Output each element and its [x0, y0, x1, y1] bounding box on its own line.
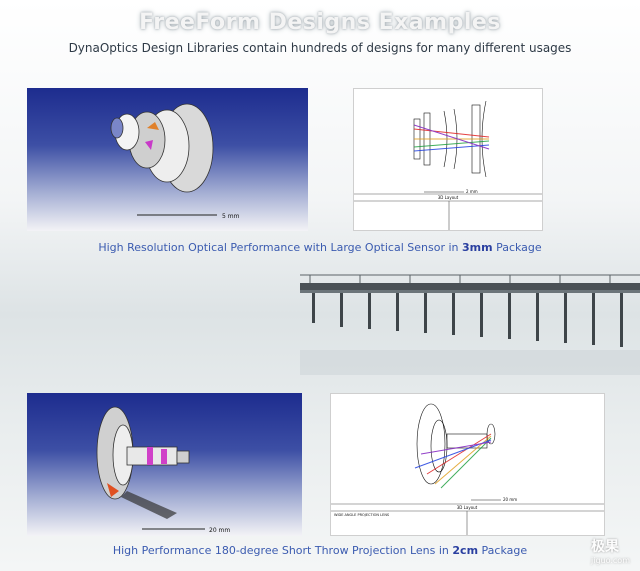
- example1-caption-text: High Resolution Optical Performance with…: [98, 241, 462, 254]
- watermark-logo: 极果 jiguo.com: [591, 536, 630, 565]
- watermark-text: 极果: [591, 539, 620, 555]
- example2-layout-title: 3D Layout: [457, 505, 478, 510]
- page-subtitle: DynaOptics Design Libraries contain hund…: [68, 41, 572, 55]
- example2-layout-scale: 20 mm: [503, 497, 517, 502]
- example1-caption-suffix: Package: [492, 241, 542, 254]
- example1-caption-size: 3mm: [462, 241, 493, 254]
- projection-lens-icon: [96, 406, 190, 519]
- example2-caption-text: High Performance 180-degree Short Throw …: [112, 544, 453, 557]
- lens-barrel-icon: [110, 103, 214, 193]
- pier-background: [300, 274, 640, 375]
- watermark-sub: jiguo.com: [591, 556, 630, 565]
- example2-layout-name: WIDE ANGLE PROJECTION LENS: [334, 513, 390, 517]
- example2-render-image: 20 mm: [27, 393, 302, 536]
- example2-caption-suffix: Package: [478, 544, 528, 557]
- example2-caption: High Performance 180-degree Short Throw …: [0, 544, 640, 557]
- example1-layout-scale: 2 mm: [466, 189, 478, 194]
- example2-render-scale: 20 mm: [209, 527, 230, 534]
- page-title: FreeForm Designs Examples: [139, 10, 501, 35]
- example1-render-scale: 5 mm: [222, 213, 240, 220]
- example2-layout-diagram: 20 mm 3D Layout WIDE ANGLE PROJECTION LE…: [330, 393, 605, 536]
- example1-caption: High Resolution Optical Performance with…: [0, 241, 640, 254]
- example1-layout-title: 3D Layout: [438, 195, 459, 200]
- example2-caption-size: 2cm: [452, 544, 479, 557]
- example1-render-image: 5 mm: [27, 88, 308, 231]
- example1-layout-diagram: 2 mm 3D Layout: [353, 88, 543, 231]
